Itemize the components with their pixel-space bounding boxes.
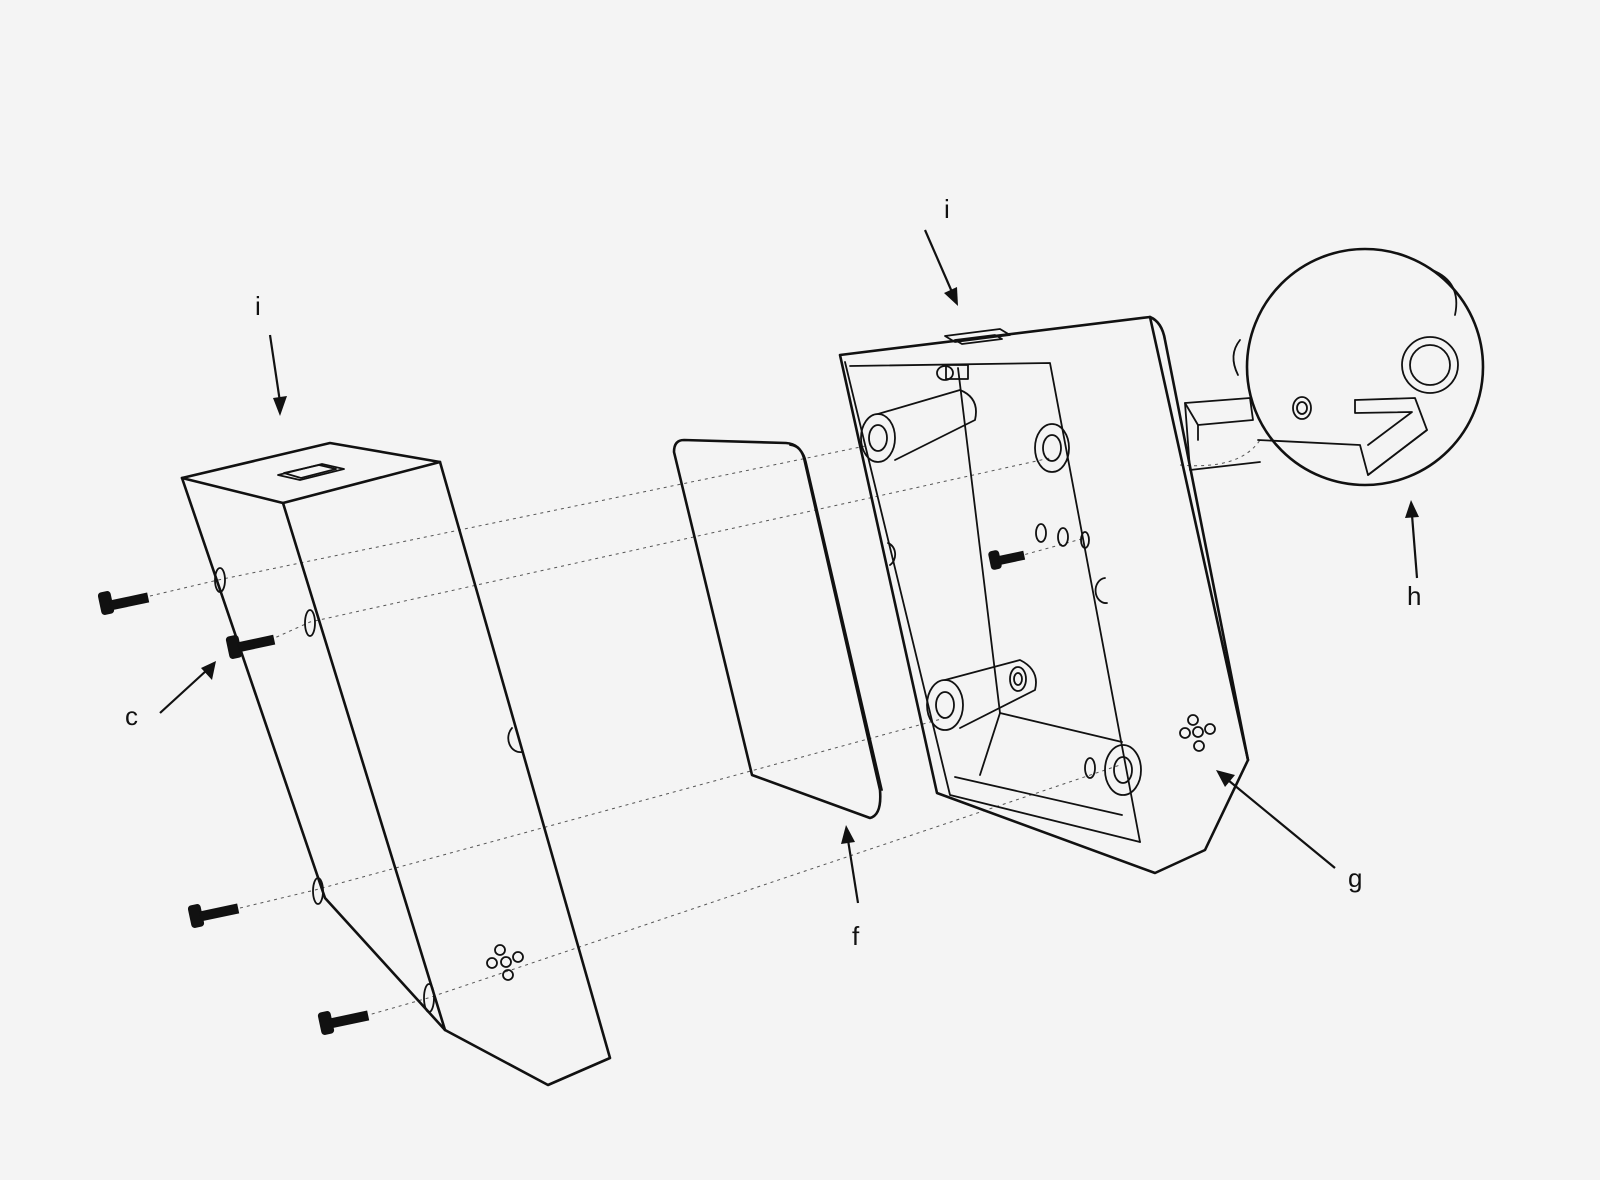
label-i-left: i — [255, 291, 261, 321]
label-i-right: i — [944, 194, 950, 224]
left-cover-part — [180, 441, 612, 1087]
detail-callout-h — [1184, 247, 1485, 487]
arrow-i-right — [923, 229, 958, 306]
assembly-guide-lines — [149, 439, 1261, 1017]
leader-arrows — [159, 229, 1419, 904]
gasket-part-f — [672, 438, 883, 820]
screws — [97, 550, 1026, 1035]
arrow-f — [841, 825, 860, 904]
screw-5 — [988, 550, 1026, 570]
label-f: f — [852, 921, 860, 951]
label-c: c — [125, 701, 138, 731]
arrow-h — [1405, 500, 1419, 579]
screw-1 — [97, 591, 150, 615]
label-h: h — [1407, 581, 1421, 611]
screw-2 — [225, 634, 276, 659]
vent-holes-right — [1179, 714, 1216, 752]
arrow-g — [1216, 770, 1336, 869]
screw-4 — [317, 1010, 370, 1035]
part-labels: i i c f g h — [125, 194, 1421, 951]
right-base-part — [838, 315, 1250, 875]
vent-holes-left — [486, 944, 524, 981]
screw-3 — [187, 903, 240, 928]
label-g: g — [1348, 863, 1362, 893]
arrow-i-left — [268, 334, 287, 416]
arrow-c — [159, 661, 216, 714]
